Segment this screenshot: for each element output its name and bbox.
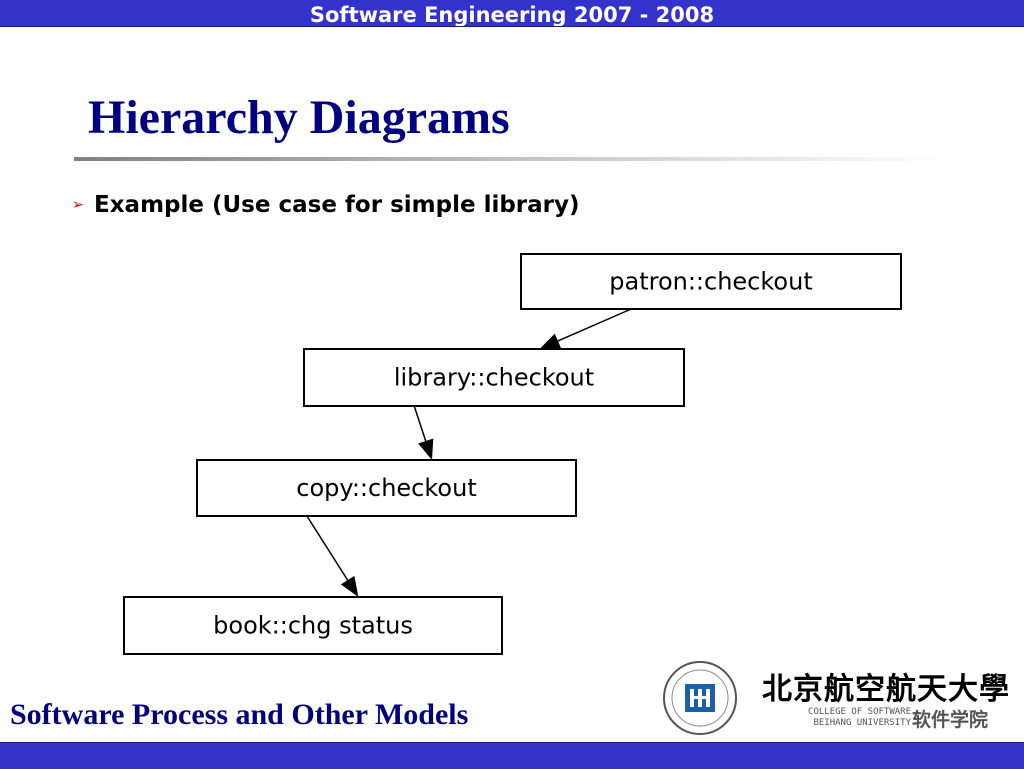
university-seal-logo [663,661,737,735]
edge-line [557,308,632,342]
node-box-patron [520,253,902,310]
edge-line [413,405,427,442]
edge-library-copy [413,405,434,460]
node-box-library [303,348,685,407]
node-label-book: book::chg status [213,612,413,640]
node-label-copy: copy::checkout [296,474,476,502]
footer-bar [0,742,1024,769]
node-patron: patron::checkout [520,253,902,310]
node-book: book::chg status [123,596,503,655]
diagram-edges [306,308,632,597]
node-box-copy [196,459,577,517]
college-name-en: COLLEGE OF SOFTWARE BEIHANG UNIVERSITY [776,707,911,729]
node-label-patron: patron::checkout [609,268,812,296]
college-name-en-line1: COLLEGE OF SOFTWARE [808,707,911,717]
title-divider [74,157,948,161]
header-bar: Software Engineering 2007 - 2008 [0,0,1024,27]
edge-line [306,515,349,581]
university-name-logo: 北京航空航天大學 [762,672,1010,707]
edge-copy-book [306,515,359,597]
header-text: Software Engineering 2007 - 2008 [309,3,715,27]
edge-patron-library [539,308,632,349]
college-name-en-line2: BEIHANG UNIVERSITY [813,718,911,728]
college-name-cn: 软件学院 [912,709,989,731]
footer-title: Software Process and Other Models [10,698,469,731]
slide-title: Hierarchy Diagrams [88,91,510,144]
arrow-bullet-icon: ➢ [72,197,84,213]
diagram-nodes: patron::checkoutlibrary::checkoutcopy::c… [123,253,902,655]
arrowhead-icon [418,438,434,460]
node-library: library::checkout [303,348,685,407]
node-box-book [123,596,503,655]
node-copy: copy::checkout [196,459,577,517]
bullet-item: ➢ Example (Use case for simple library) [72,190,580,220]
node-label-library: library::checkout [394,364,594,392]
arrowhead-icon [539,333,562,349]
bullet-text: Example (Use case for simple library) [94,192,580,218]
arrowhead-icon [340,575,359,597]
